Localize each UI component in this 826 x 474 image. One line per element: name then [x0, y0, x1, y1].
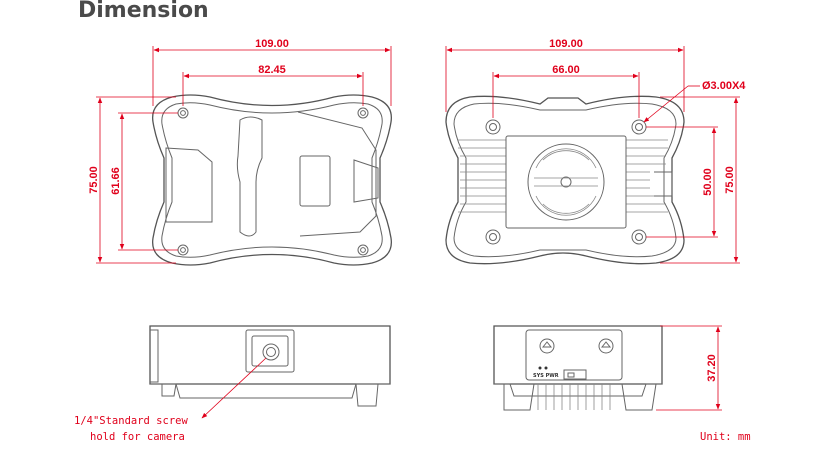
page-title: Dimension — [78, 0, 209, 23]
screw-note-line1: 1/4"Standard screw — [74, 415, 188, 427]
side-view-right: SYS PWR 37.20 Unit: mm — [493, 325, 751, 443]
hole-callout: Ø3.00X4 — [702, 80, 746, 92]
unit-note: Unit: mm — [700, 431, 751, 443]
dim-height-overall: 75.00 — [88, 166, 100, 194]
top-view-right-outline — [445, 95, 685, 265]
mount-hole — [485, 119, 501, 135]
camera-screw-hole — [262, 343, 280, 361]
port-label: SYS PWR — [533, 373, 559, 379]
dim-height: 37.20 — [706, 354, 718, 382]
screw-hole — [177, 244, 189, 256]
top-view-right: 109.00 66.00 Ø3.00X4 50.00 75.00 — [445, 38, 746, 265]
top-view-left: 109.00 82.45 75.00 61.66 — [88, 38, 393, 266]
mount-hole — [485, 229, 501, 245]
dim-width-holes: 82.45 — [258, 64, 286, 76]
screw-hole — [357, 244, 369, 256]
dim-height-holes: 50.00 — [702, 168, 714, 196]
led-indicator — [539, 338, 555, 354]
mount-hole — [631, 119, 647, 135]
side-view-left: 1/4"Standard screw hold for camera — [74, 325, 391, 443]
top-view-left-outline — [151, 94, 393, 266]
mount-hole — [631, 229, 647, 245]
screw-note-line2: hold for camera — [90, 431, 185, 443]
dim-height-holes: 61.66 — [110, 167, 122, 195]
dim-width-overall: 109.00 — [255, 38, 289, 50]
power-button — [598, 338, 614, 354]
dim-width-holes: 66.00 — [552, 64, 580, 76]
dim-height-overall: 75.00 — [724, 166, 736, 194]
screw-hole — [357, 107, 369, 119]
screw-hole — [177, 107, 189, 119]
dim-width-overall: 109.00 — [549, 38, 583, 50]
